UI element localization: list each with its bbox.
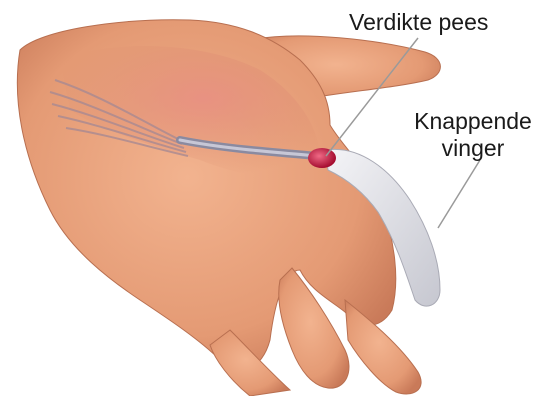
label-trigger-finger-line1: Knappende [410, 108, 536, 135]
label-trigger-finger-line2: vinger [410, 135, 536, 162]
label-trigger-finger: Knappende vinger [410, 108, 536, 162]
leader-line-finger [438, 160, 480, 228]
nodule [308, 148, 336, 168]
label-thickened-tendon: Verdikte pees [349, 9, 488, 36]
